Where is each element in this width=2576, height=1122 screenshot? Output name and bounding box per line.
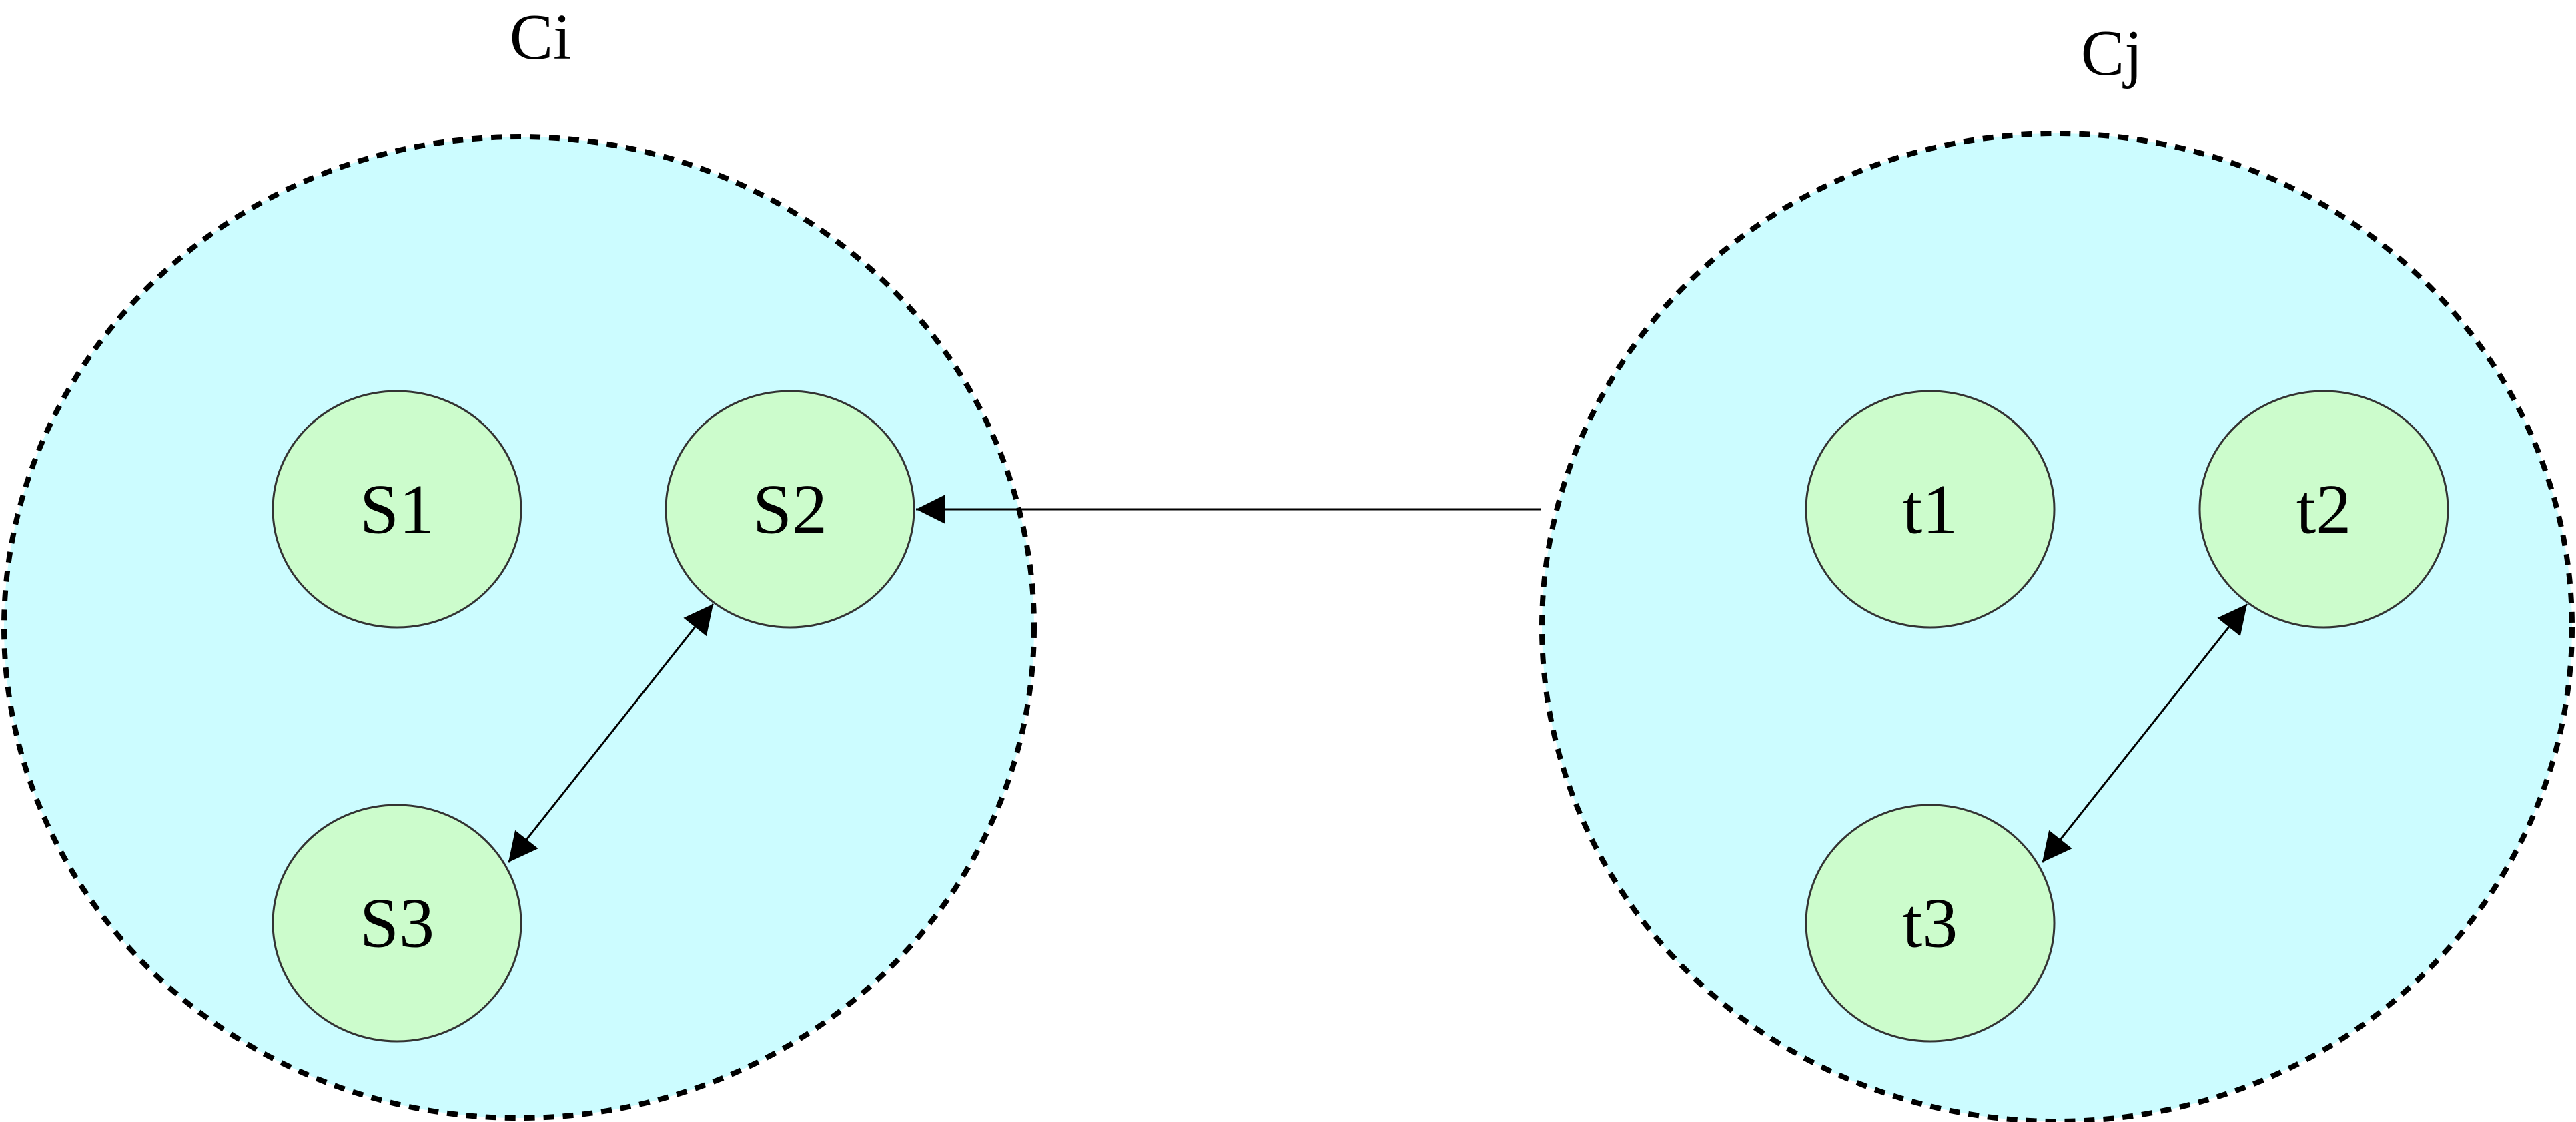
node-s2-label: S2 bbox=[753, 471, 827, 549]
cluster-cj-label: Cj bbox=[2081, 17, 2143, 89]
node-s1-label: S1 bbox=[360, 471, 434, 549]
node-t1-shape bbox=[1805, 390, 2056, 629]
node-t3-shape bbox=[1805, 804, 2056, 1043]
node-s3-shape bbox=[272, 804, 522, 1043]
node-s1-shape bbox=[272, 390, 522, 629]
node-s2-shape bbox=[665, 390, 915, 629]
cluster-cj-boundary bbox=[1539, 131, 2575, 1122]
cluster-ci-boundary bbox=[1, 134, 1037, 1121]
node-t3: t3 bbox=[1805, 804, 2056, 1043]
node-s2: S2 bbox=[665, 390, 915, 629]
edge-s2-s3 bbox=[507, 603, 715, 863]
node-t1: t1 bbox=[1805, 390, 2056, 629]
node-t2-label: t2 bbox=[2296, 471, 2351, 549]
node-s3-label: S3 bbox=[360, 884, 434, 962]
node-s1: S1 bbox=[272, 390, 522, 629]
edge-t2-t3 bbox=[2041, 603, 2248, 863]
node-t2-shape bbox=[2198, 390, 2449, 629]
node-s3: S3 bbox=[272, 804, 522, 1043]
node-t2: t2 bbox=[2198, 390, 2449, 629]
node-t3-label: t3 bbox=[1903, 884, 1958, 962]
node-t1-label: t1 bbox=[1903, 471, 1958, 549]
cluster-ci-label: Ci bbox=[510, 1, 572, 73]
